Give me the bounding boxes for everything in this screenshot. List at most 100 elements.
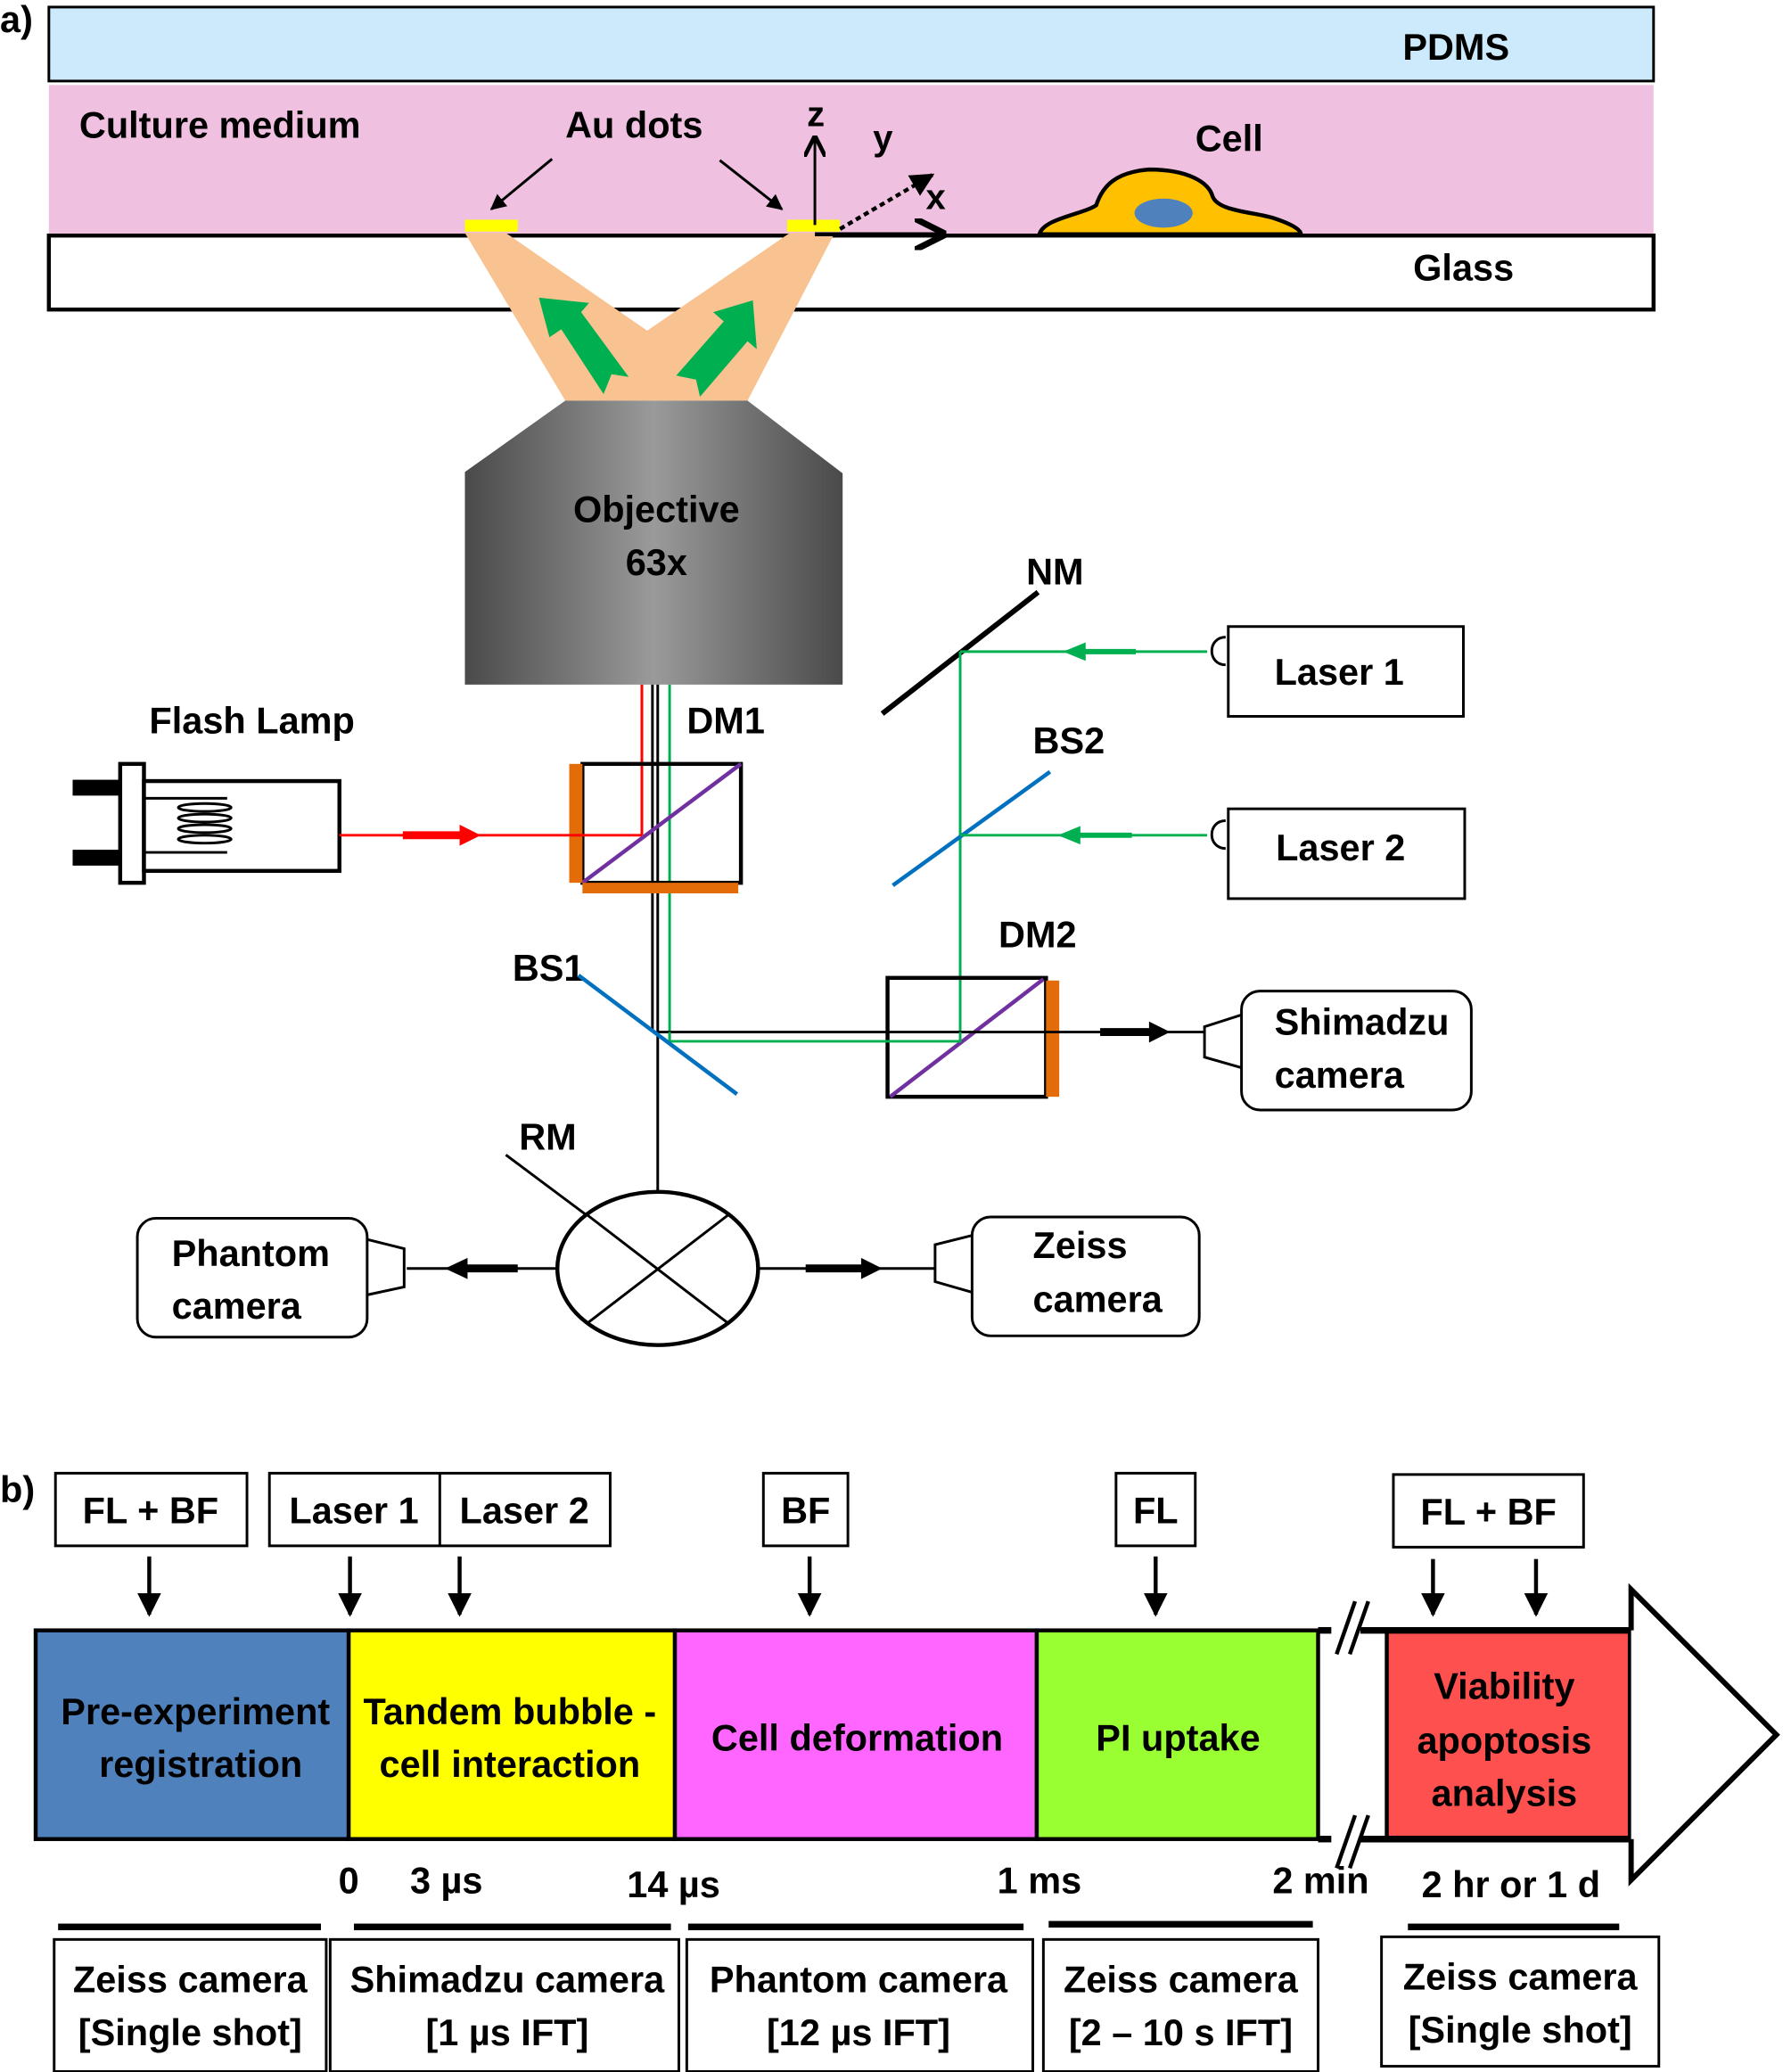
bs1-label: BS1 xyxy=(513,947,585,989)
green-arrow-right-icon xyxy=(676,300,757,397)
trigger-lasers: Laser 1 Laser 2 xyxy=(267,1471,612,1548)
flash-lamp-icon xyxy=(72,761,341,885)
culture-medium-layer xyxy=(48,85,1654,236)
bs2-label: BS2 xyxy=(1033,719,1105,761)
shimadzu-arrow-icon xyxy=(1100,1021,1171,1043)
laser-1: Laser 1 xyxy=(1210,625,1465,718)
trigger-label: FL xyxy=(1133,1490,1179,1532)
nm-label: NM xyxy=(1026,550,1084,592)
trigger-label: Laser 2 xyxy=(460,1490,589,1532)
stage-pre-experiment xyxy=(33,1628,351,1841)
camera-name: Zeiss camera xyxy=(73,1959,308,2001)
camera-box-2: Shimadzu camera [1 µs IFT] xyxy=(328,1937,680,2072)
red-beam-arrow-icon xyxy=(402,824,481,846)
shimadzu-camera-label-2: camera xyxy=(1275,1054,1405,1096)
cell-label: Cell xyxy=(1196,117,1263,159)
pdms-layer xyxy=(47,5,1656,83)
dm1-label: DM1 xyxy=(686,700,765,742)
axis-x-label: x xyxy=(926,178,946,218)
stage-tandem-bubble xyxy=(346,1628,678,1841)
axis-z-label: z xyxy=(807,95,825,134)
green-beam-arrow-1-icon xyxy=(1063,642,1137,662)
laser-1-label: Laser 1 xyxy=(1275,651,1404,693)
trigger-label: BF xyxy=(781,1490,830,1532)
trigger-label: Laser 1 xyxy=(289,1490,418,1532)
phantom-camera-label-2: camera xyxy=(172,1285,302,1327)
pdms-label: PDMS xyxy=(1402,26,1509,68)
rotating-mirror xyxy=(555,1189,760,1347)
rm-label: RM xyxy=(519,1115,577,1157)
time-mark-2hr: 2 hr or 1 d xyxy=(1422,1863,1600,1905)
phantom-arrow-icon xyxy=(445,1257,518,1279)
camera-range-bars xyxy=(58,1920,1620,1930)
camera-box-4: Zeiss camera [2 – 10 s IFT] xyxy=(1041,1937,1319,2072)
shimadzu-camera-label-1: Shimadzu xyxy=(1275,1001,1450,1043)
phantom-camera: Phantom camera xyxy=(136,1216,406,1339)
camera-box-1: Zeiss camera [Single shot] xyxy=(53,1937,328,2072)
flash-lamp-label: Flash Lamp xyxy=(149,700,354,742)
objective-lens xyxy=(464,400,843,685)
stage-label: apoptosis xyxy=(1417,1719,1591,1761)
axis-break-icon xyxy=(1335,1600,1370,1870)
camera-mode: [2 – 10 s IFT] xyxy=(1069,2011,1293,2053)
camera-mode: [Single shot] xyxy=(1409,2009,1632,2051)
time-mark-2min: 2 min xyxy=(1272,1859,1368,1901)
dm2-label: DM2 xyxy=(998,914,1077,956)
phantom-camera-label-1: Phantom xyxy=(172,1232,330,1274)
stage-label: registration xyxy=(99,1743,302,1785)
dm1-filter-left xyxy=(569,763,583,884)
shimadzu-camera: Shimadzu camera xyxy=(1203,990,1473,1112)
objective-magnification: 63x xyxy=(626,541,687,583)
green-beam-to-dm2 xyxy=(668,1032,962,1043)
trigger-label: FL + BF xyxy=(1420,1491,1556,1533)
beam-cone xyxy=(464,233,835,401)
trigger-fl: FL xyxy=(1114,1471,1197,1548)
au-dot-pointer-right xyxy=(719,159,784,210)
au-dot-pointer-left xyxy=(489,158,554,210)
trigger-fl-bf-2: FL + BF xyxy=(1392,1473,1585,1549)
camera-name: Zeiss camera xyxy=(1064,1959,1299,2001)
trigger-bf: BF xyxy=(761,1471,850,1548)
stage-label: analysis xyxy=(1432,1772,1578,1814)
zeiss-camera-label-2: camera xyxy=(1033,1279,1163,1320)
stage-label: PI uptake xyxy=(1096,1716,1260,1758)
stage-cell-deformation xyxy=(672,1628,1039,1841)
camera-mode: [Single shot] xyxy=(78,2011,302,2053)
au-dot-left xyxy=(464,219,518,232)
camera-box-5: Zeiss camera [Single shot] xyxy=(1380,1935,1661,2068)
stage-label: Tandem bubble - xyxy=(364,1690,657,1732)
green-beam-arrow-2-icon xyxy=(1057,826,1132,845)
stage-label: Cell deformation xyxy=(711,1716,1003,1758)
cell-nucleus xyxy=(1134,198,1193,228)
time-mark-14us: 14 µs xyxy=(627,1863,720,1905)
au-dot-right xyxy=(786,219,841,232)
trigger-fl-bf-1: FL + BF xyxy=(53,1471,249,1548)
trigger-arrows xyxy=(137,1556,1549,1617)
camera-mode: [1 µs IFT] xyxy=(425,2011,588,2053)
stage-pi-uptake xyxy=(1034,1628,1320,1841)
bs1-splitter xyxy=(577,974,738,1096)
objective-label: Objective xyxy=(573,489,740,530)
time-mark-0: 0 xyxy=(339,1859,359,1901)
dm1-filter-bottom xyxy=(582,883,739,893)
zeiss-arrow-icon xyxy=(805,1257,883,1279)
laser-2-label: Laser 2 xyxy=(1276,826,1405,868)
stage-label: Viability xyxy=(1434,1665,1574,1707)
green-arrow-left-icon xyxy=(538,297,629,394)
trigger-label: FL + BF xyxy=(83,1490,218,1532)
stage-viability xyxy=(1384,1628,1632,1841)
au-dots-label: Au dots xyxy=(565,104,703,146)
timeline-arrowhead xyxy=(1628,1583,1780,1887)
axis-y-label: y xyxy=(873,119,893,158)
dm2-dichroic xyxy=(889,977,1045,1098)
time-mark-1ms: 1 ms xyxy=(998,1859,1082,1901)
zeiss-camera: Zeiss camera xyxy=(933,1215,1201,1337)
culture-medium-label: Culture medium xyxy=(79,104,361,146)
camera-name: Phantom camera xyxy=(710,1959,1008,2001)
glass-label: Glass xyxy=(1413,247,1514,289)
zeiss-camera-label-1: Zeiss xyxy=(1033,1224,1128,1266)
stage-label: Pre-experiment xyxy=(61,1690,330,1732)
panel-a-label: a) xyxy=(0,0,33,40)
camera-name: Zeiss camera xyxy=(1403,1956,1639,1998)
